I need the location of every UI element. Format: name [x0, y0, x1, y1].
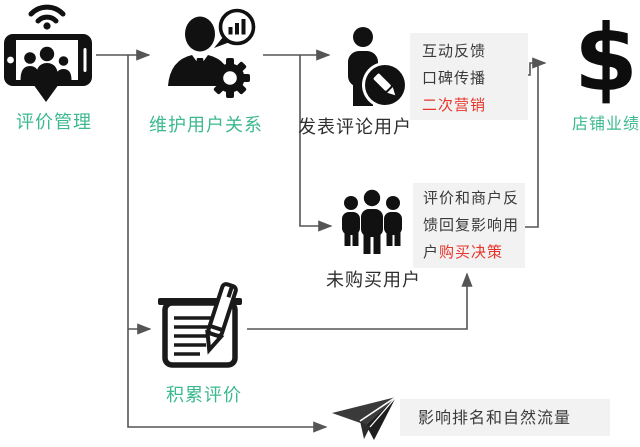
- businessman-gear-icon: [168, 8, 256, 98]
- decision-text-black: 评价和商户反馈回复影响用户: [423, 189, 520, 261]
- label-review-management: 评价管理: [16, 112, 92, 133]
- person-edit-icon: [348, 27, 408, 108]
- tablet-audience-icon: [4, 4, 92, 102]
- label-commenting-users: 发表评论用户: [298, 117, 412, 138]
- label-maintain-relationship: 维护用户关系: [149, 115, 263, 136]
- feedback-box: 互动反馈 口碑传播 二次营销: [410, 33, 528, 120]
- pen-icon: [205, 282, 238, 355]
- feedback-line-3: 二次营销: [422, 96, 487, 114]
- gear-icon: [210, 58, 250, 98]
- label-store-performance: 店铺业绩: [571, 114, 640, 133]
- edge-to-paper-plane: [127, 329, 328, 433]
- edge-to-non-buyers: [299, 55, 333, 232]
- paper-plane-icon: [332, 396, 397, 440]
- label-accumulate-reviews: 积累评价: [166, 385, 242, 406]
- notebook-pen-icon: [158, 282, 242, 368]
- ranking-box: 影响排名和自然流量: [400, 399, 610, 436]
- label-non-buyers: 未购买用户: [326, 270, 421, 291]
- dollar-icon: $: [573, 5, 638, 112]
- people-group-icon: [342, 189, 402, 254]
- wifi-icon: [28, 4, 66, 30]
- decision-text-red: 购买决策: [439, 243, 504, 261]
- audience-people: [20, 46, 72, 80]
- decision-box: 评价和商户反馈回复影响用户购买决策: [413, 183, 525, 268]
- feedback-line-2: 口碑传播: [422, 69, 487, 87]
- edge-notebook-to-decisionbox: [247, 272, 473, 330]
- feedback-line-1: 互动反馈: [422, 42, 487, 60]
- pencil-icon: [373, 73, 396, 96]
- chart-speech-bubble: [214, 8, 256, 48]
